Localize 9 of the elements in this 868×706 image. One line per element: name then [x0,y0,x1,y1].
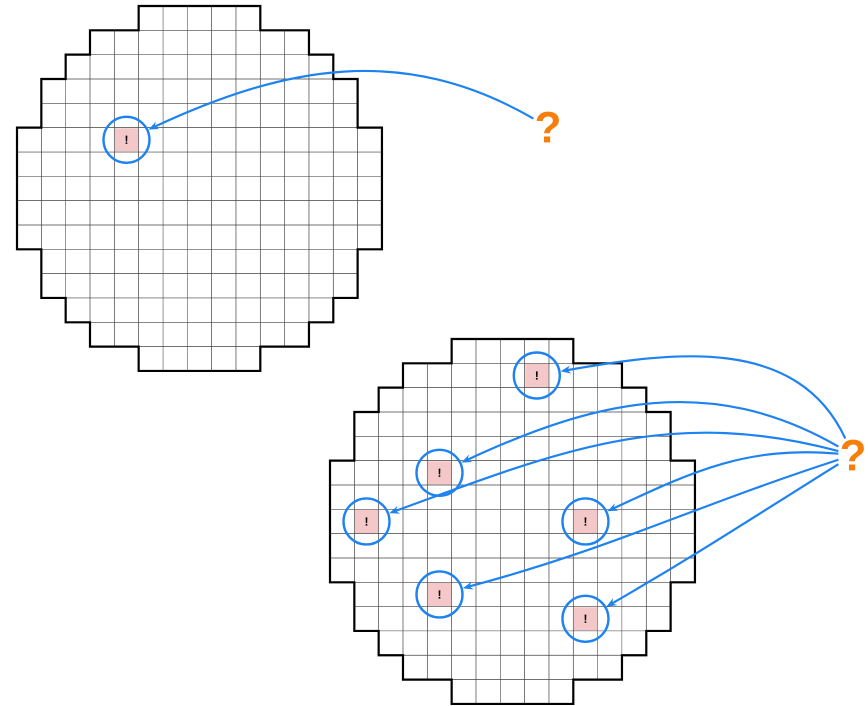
question-mark: ? [536,112,559,142]
question-mark: ? [842,440,864,470]
circled-cell: ! [561,594,610,643]
circled-cell: ! [512,351,561,400]
circled-cell: ! [561,497,610,546]
circled-cell: ! [342,497,391,546]
circled-cell: ! [415,448,464,497]
circled-cell: ! [102,116,151,164]
circled-cell: ! [415,570,464,619]
